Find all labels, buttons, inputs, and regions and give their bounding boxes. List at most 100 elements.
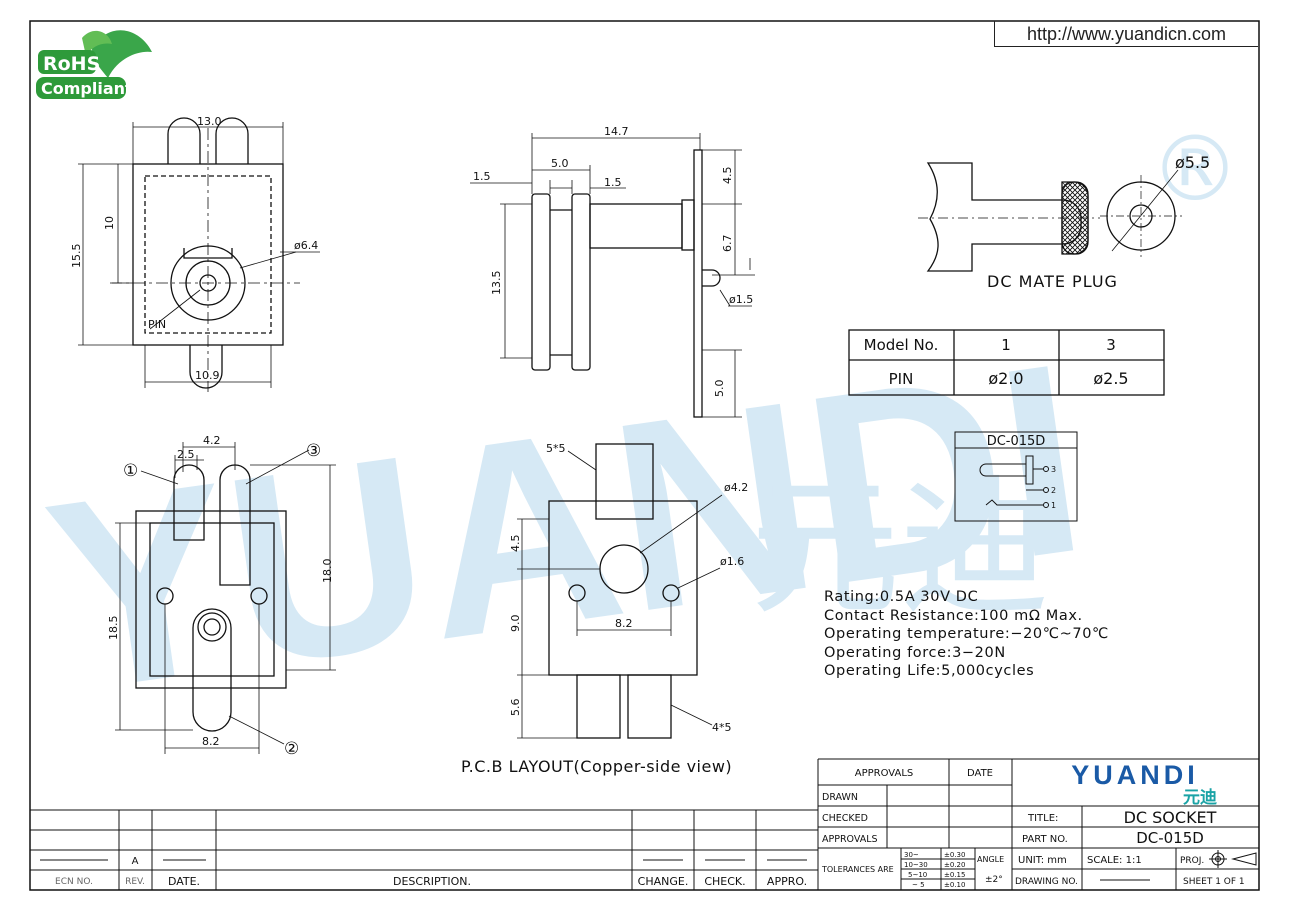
website-url: http://www.yuandicn.com	[994, 21, 1258, 47]
pcb-layout	[517, 443, 723, 739]
tb-date: DATE	[967, 768, 993, 779]
plug-caption: DC MATE PLUG	[987, 272, 1118, 291]
dim-side-1-5-right: 1.5	[604, 176, 622, 189]
tb-angle-value: ±2°	[985, 875, 1003, 885]
rev-change: CHANGE.	[638, 875, 689, 888]
tb-approvals: APPROVALS	[855, 768, 914, 779]
dim-bottom-4-2: 4.2	[203, 434, 221, 447]
dim-pcb-hole-big: ø4.2	[724, 481, 748, 494]
mate-plug	[918, 162, 1182, 272]
schematic-pin-1: 1	[1051, 501, 1056, 510]
rev-rev: REV.	[125, 877, 145, 887]
spec-operating-life: Operating Life:5,000cycles	[824, 663, 1035, 679]
tb-angle: ANGLE	[977, 855, 1004, 864]
dim-side-5-0: 5.0	[551, 157, 569, 170]
dim-pcb-8-2: 8.2	[615, 617, 633, 630]
side-view	[470, 133, 755, 418]
table-header-3: 3	[1106, 336, 1116, 354]
tb-tol-value-3: ±0.10	[944, 881, 965, 889]
tb-tol-value-2: ±0.15	[944, 871, 965, 879]
schematic	[954, 431, 1078, 522]
dim-pcb-9-0: 9.0	[509, 615, 522, 633]
dim-plug-dia: ø5.5	[1175, 153, 1210, 172]
label-pcb-pad-top: 5*5	[546, 442, 566, 455]
compliant-text: Compliant	[41, 79, 133, 98]
tb-unit: UNIT: mm	[1018, 855, 1067, 866]
dim-top-pin-height: 10	[103, 216, 116, 230]
table-cell-2-0: ø2.0	[988, 369, 1023, 388]
dim-side-6-7: 6.7	[721, 235, 734, 253]
dim-side-height: 13.5	[490, 271, 503, 296]
table-header-1: 1	[1001, 336, 1011, 354]
tb-scale: SCALE: 1:1	[1087, 855, 1142, 866]
dim-pcb-4-5: 4.5	[509, 535, 522, 553]
spec-contact-resistance: Contact Resistance:100 mΩ Max.	[824, 607, 1083, 624]
label-pin-1: ①	[123, 461, 138, 481]
specifications: Rating:0.5A 30V DC Contact Resistance:10…	[824, 588, 1109, 681]
dim-bottom-18-0: 18.0	[321, 559, 334, 584]
table-header-model: Model No.	[864, 336, 939, 354]
dim-bottom-8-2: 8.2	[202, 735, 220, 748]
revision-block	[30, 809, 818, 890]
rev-description: DESCRIPTION.	[393, 875, 471, 888]
tb-drawn: DRAWN	[822, 792, 858, 803]
dim-bottom-18-5: 18.5	[107, 616, 120, 641]
dim-top-hole: ø6.4	[294, 239, 318, 252]
label-pcb-pad-bottom: 4*5	[712, 721, 732, 734]
tb-title-value: DC SOCKET	[1124, 808, 1217, 827]
dim-top-bottom-width: 10.9	[195, 369, 220, 382]
tb-approvals-2: APPROVALS	[822, 834, 878, 845]
rev-ecn: ECN NO.	[55, 877, 93, 887]
sheet-border	[29, 20, 1260, 891]
table-cell-2-5: ø2.5	[1093, 369, 1128, 388]
leaf-icon-small	[82, 30, 112, 56]
spec-operating-force: Operating force:3−20N	[824, 644, 1006, 661]
schematic-title: DC-015D	[987, 434, 1046, 449]
watermark-cn: 元迪	[750, 462, 1050, 636]
tb-tol-range-1: 10~30	[904, 861, 928, 869]
tb-title-label: TITLE:	[1027, 813, 1058, 824]
dim-side-4-5: 4.5	[721, 167, 734, 185]
tb-part-label: PART NO.	[1022, 834, 1068, 845]
rev-check: CHECK.	[704, 875, 745, 888]
tb-brand: YUANDI	[1071, 760, 1199, 790]
pcb-caption: P.C.B LAYOUT(Copper-side view)	[461, 757, 732, 776]
tb-sheet: SHEET 1 OF 1	[1183, 877, 1245, 887]
rev-date: DATE.	[168, 875, 200, 888]
rev-value: A	[132, 856, 139, 867]
dim-side-length: 14.7	[604, 125, 629, 138]
tb-proj: PROJ.	[1180, 856, 1204, 866]
bottom-view	[115, 442, 336, 754]
tb-checked: CHECKED	[822, 813, 868, 824]
tb-tol-range-3: ~ 5	[912, 881, 925, 889]
schematic-pin-2: 2	[1051, 486, 1056, 495]
dim-side-pin: ø1.5	[729, 293, 753, 306]
spec-operating-temperature: Operating temperature:−20℃~70℃	[824, 626, 1109, 642]
top-view	[78, 117, 320, 392]
spec-rating: Rating:0.5A 30V DC	[824, 589, 979, 605]
dim-top-height: 15.5	[70, 244, 83, 269]
label-pin-2: ②	[284, 739, 299, 759]
model-table	[848, 329, 1165, 396]
rohs-logo: RoHS Compliant	[36, 30, 152, 99]
tb-tol-range-0: 30~	[904, 851, 919, 859]
watermark-registered: ®	[1150, 117, 1240, 222]
rohs-text: RoHS	[43, 53, 100, 75]
dim-bottom-2-5: 2.5	[177, 448, 195, 461]
schematic-pin-3: 3	[1051, 465, 1056, 474]
label-top-pin: PIN	[148, 318, 166, 331]
dim-pcb-5-6: 5.6	[509, 699, 522, 717]
dim-side-1-5-left: 1.5	[473, 170, 491, 183]
table-cell-pin: PIN	[889, 370, 914, 388]
label-pin-3: ③	[306, 441, 321, 461]
tb-tol-range-2: 5~10	[908, 871, 927, 879]
tb-part-value: DC-015D	[1136, 829, 1204, 847]
rev-appro: APPRO.	[767, 875, 807, 888]
projection-icon	[1209, 850, 1257, 868]
dim-pcb-hole-small: ø1.6	[720, 555, 744, 568]
tb-tol-value-1: ±0.20	[944, 861, 965, 869]
dim-top-width: 13.0	[197, 115, 222, 128]
tb-tolerances: TOLERANCES ARE	[821, 865, 894, 874]
tb-tol-value-0: ±0.30	[944, 851, 965, 859]
